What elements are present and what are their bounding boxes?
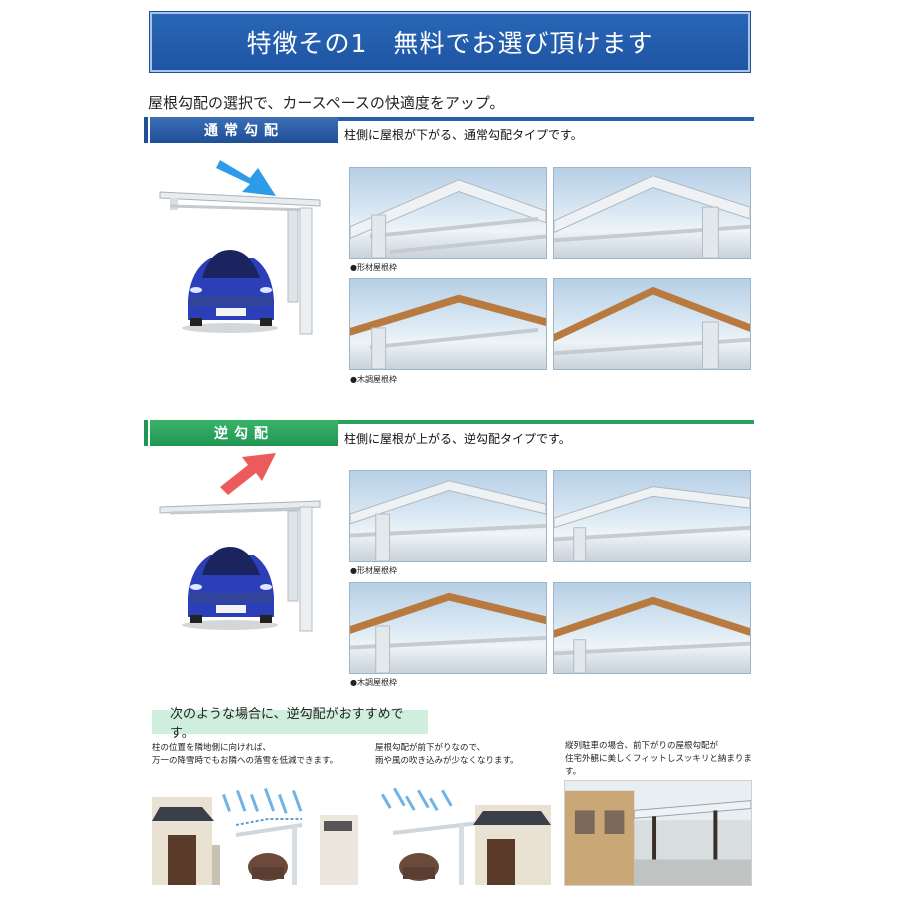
caption-normal-wood: ●木調屋根枠 [350, 375, 397, 384]
recommend-item-3-line1: 縦列駐車の場合、前下がりの屋根勾配が [565, 741, 719, 751]
recommend-item-3-line2: 住宅外観に美しくフィットしスッキリと納まります。 [565, 754, 752, 777]
recommend-item-2-line2: 雨や風の吹き込みが少なくなります。 [375, 756, 519, 766]
recommend-title-text: 次のような場合に、逆勾配がおすすめです。 [170, 707, 404, 741]
photo-normal-frame-2 [553, 167, 751, 259]
section-tab-accent-reverse [144, 420, 148, 446]
scene-tandem-parking-photo [564, 780, 752, 886]
section-desc-reverse: 柱側に屋根が上がる、逆勾配タイプです。 [344, 432, 571, 446]
caption-reverse-frame: ●形材屋根枠 [350, 566, 397, 575]
photo-reverse-frame-2 [553, 470, 751, 562]
carport-illustration-reverse [150, 445, 330, 635]
recommend-item-1: 柱の位置を隣地側に向ければ、 万一の降雪時でもお隣への落雪を低減できます。 [152, 742, 364, 768]
caption-normal-frame: ●形材屋根枠 [350, 263, 397, 272]
title-banner: 特徴その1 無料でお選び頂けます [150, 12, 750, 72]
scene-rain-illustration [375, 785, 551, 885]
section-desc-normal: 柱側に屋根が下がる、通常勾配タイプです。 [344, 128, 583, 142]
car-icon-reverse [182, 547, 278, 630]
photo-reverse-frame-1 [349, 470, 547, 562]
arrow-down-right-icon [216, 160, 276, 196]
arrow-up-right-icon [220, 453, 276, 495]
section-label-normal: 通常勾配 [150, 117, 338, 143]
recommend-title: 次のような場合に、逆勾配がおすすめです。 [152, 707, 428, 741]
recommend-item-2: 屋根勾配が前下がりなので、 雨や風の吹き込みが少なくなります。 [375, 742, 555, 768]
section-divider-normal [338, 117, 754, 121]
caption-reverse-wood: ●木調屋根枠 [350, 678, 397, 687]
car-icon [182, 250, 278, 333]
banner-title: 特徴その1 無料でお選び頂けます [246, 29, 654, 58]
photo-normal-frame-1 [349, 167, 547, 259]
photo-normal-wood-2 [553, 278, 751, 370]
section-tab-accent [144, 117, 148, 143]
photo-normal-wood-1 [349, 278, 547, 370]
recommend-item-2-line1: 屋根勾配が前下がりなので、 [375, 743, 486, 753]
recommend-item-1-line1: 柱の位置を隣地側に向ければ、 [152, 743, 272, 753]
rain-icon [381, 787, 453, 812]
lead-text: 屋根勾配の選択で、カースペースの快適度をアップ。 [148, 94, 505, 112]
photo-reverse-wood-1 [349, 582, 547, 674]
recommend-item-3: 縦列駐車の場合、前下がりの屋根勾配が 住宅外観に美しくフィットしスッキリと納まり… [565, 740, 755, 779]
section-divider-reverse [338, 420, 754, 424]
carport-illustration-normal [150, 150, 330, 340]
photo-reverse-wood-2 [553, 582, 751, 674]
recommend-item-1-line2: 万一の降雪時でもお隣への落雪を低減できます。 [152, 756, 339, 766]
section-label-reverse: 逆勾配 [150, 420, 338, 446]
snow-icon [222, 787, 303, 814]
scene-snow-illustration [152, 785, 358, 885]
